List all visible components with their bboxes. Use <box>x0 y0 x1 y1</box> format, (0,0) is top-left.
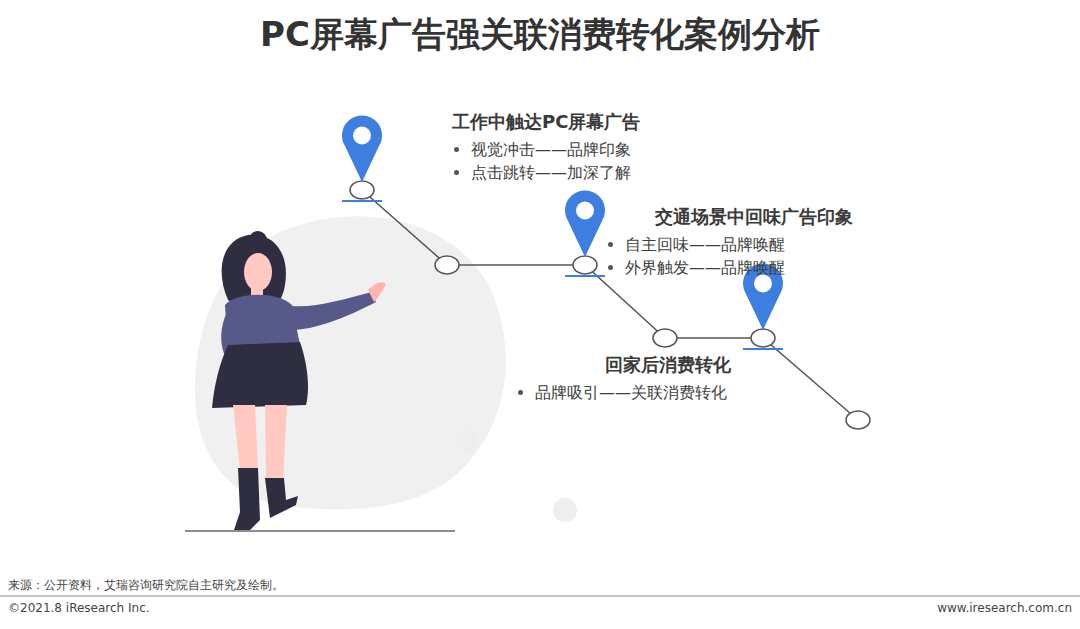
bullet-dot <box>518 390 523 395</box>
bullet-row: 外界触发——品牌唤醒 <box>608 256 853 279</box>
decor-dot <box>456 430 478 452</box>
step-heading: 回家后消费转化 <box>605 353 731 377</box>
source-note: 来源：公开资料，艾瑞咨询研究院自主研究及绘制。 <box>8 577 284 594</box>
title: PC屏幕广告强关联消费转化案例分析 <box>0 12 1080 58</box>
bullet-dot <box>454 147 459 152</box>
bullet-row: 视觉冲击——品牌印象 <box>454 138 640 161</box>
bullet-dot <box>608 242 613 247</box>
step-group: 回家后消费转化品牌吸引——关联消费转化 <box>518 353 731 404</box>
route-line <box>362 190 858 420</box>
bullet-dot <box>608 265 613 270</box>
bullet-dot <box>454 170 459 175</box>
location-pin <box>565 190 605 257</box>
bullet-row: 自主回味——品牌唤醒 <box>608 233 853 256</box>
bullet-text: 外界触发——品牌唤醒 <box>625 256 785 279</box>
background-blob <box>195 216 506 509</box>
decor-dot <box>553 498 577 522</box>
location-pin <box>342 115 382 182</box>
step-heading: 交通场景中回味广告印象 <box>655 205 853 229</box>
bullet-row: 点击跳转——加深了解 <box>454 161 640 184</box>
bullet-text: 自主回味——品牌唤醒 <box>625 233 785 256</box>
copyright: ©2021.8 iResearch Inc. <box>8 601 150 615</box>
bullet-text: 点击跳转——加深了解 <box>471 161 631 184</box>
ground-line <box>185 530 455 532</box>
step-heading: 工作中触达PC屏幕广告 <box>452 110 640 134</box>
woman-figure <box>212 231 386 530</box>
route-circles <box>350 181 870 429</box>
bullet-row: 品牌吸引——关联消费转化 <box>518 381 731 404</box>
step-group: 工作中触达PC屏幕广告视觉冲击——品牌印象点击跳转——加深了解 <box>452 110 640 184</box>
bullet-text: 视觉冲击——品牌印象 <box>471 138 631 161</box>
step-group: 交通场景中回味广告印象自主回味——品牌唤醒外界触发——品牌唤醒 <box>608 205 853 279</box>
bullet-text: 品牌吸引——关联消费转化 <box>535 381 727 404</box>
website: www.iresearch.com.cn <box>937 601 1072 615</box>
footer-rule <box>0 596 1080 597</box>
